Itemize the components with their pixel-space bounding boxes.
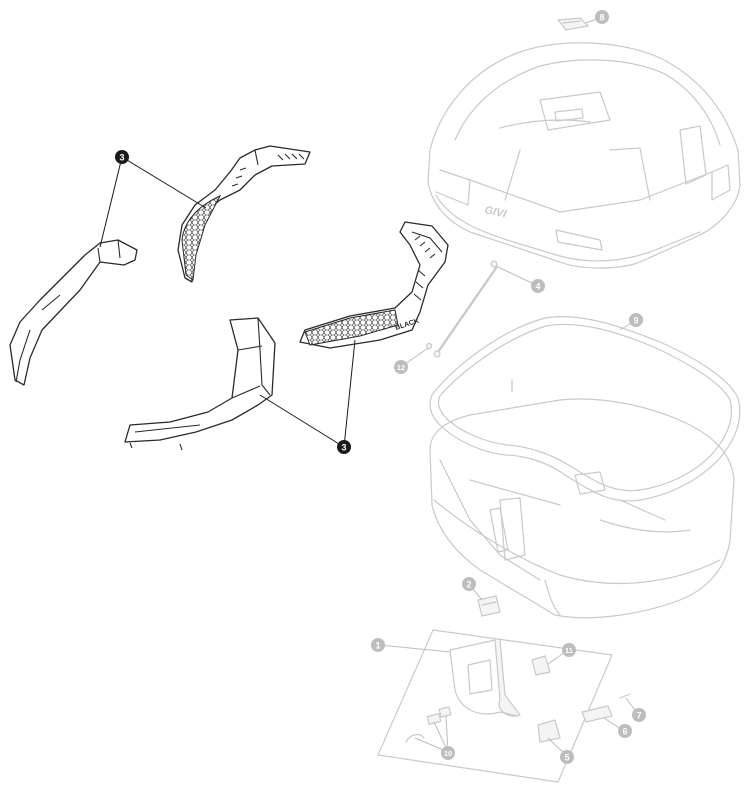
callout-11: 11 — [562, 643, 576, 657]
svg-text:6: 6 — [622, 727, 627, 737]
callout-12: 12 — [394, 360, 408, 374]
svg-text:8: 8 — [599, 13, 604, 23]
svg-text:3: 3 — [341, 443, 346, 453]
svg-text:1: 1 — [375, 641, 380, 651]
callout-10: 10 — [441, 746, 455, 760]
leader-lines-dark — [99, 156, 356, 448]
part-4-rod — [433, 260, 498, 358]
svg-text:3: 3 — [119, 153, 124, 163]
svg-text:4: 4 — [535, 282, 540, 292]
callout-8: 8 — [595, 10, 609, 24]
svg-text:9: 9 — [633, 316, 638, 326]
part-12-pin — [425, 342, 433, 350]
callout-7: 7 — [632, 708, 646, 722]
part-8-logo-badge — [556, 17, 590, 31]
part-3-cover-bottom — [124, 317, 276, 451]
svg-text:5: 5 — [564, 753, 569, 763]
callout-5: 5 — [560, 750, 574, 764]
base-shell — [429, 379, 735, 619]
lid — [427, 42, 741, 269]
callout-1: 1 — [371, 638, 385, 652]
lock-assembly-panel — [377, 629, 631, 783]
svg-text:10: 10 — [444, 749, 452, 758]
part-3-cover-left — [9, 239, 138, 386]
svg-text:2: 2 — [466, 580, 471, 590]
part-3-reflector — [299, 221, 449, 349]
callout-3-top: 3 — [115, 150, 129, 164]
svg-text:12: 12 — [397, 363, 405, 372]
svg-text:11: 11 — [565, 646, 573, 655]
svg-text:7: 7 — [636, 711, 641, 721]
lid-logo: GIVI — [483, 204, 508, 221]
callout-2: 2 — [462, 577, 476, 591]
part-2-clip — [477, 595, 501, 617]
callout-4: 4 — [531, 279, 545, 293]
callout-9: 9 — [629, 313, 643, 327]
leader-lines-light — [379, 16, 639, 757]
callout-3-bottom: 3 — [337, 440, 351, 454]
part-9-gasket — [429, 316, 741, 502]
part-3-cover-top — [177, 145, 311, 283]
callout-6: 6 — [618, 724, 632, 738]
